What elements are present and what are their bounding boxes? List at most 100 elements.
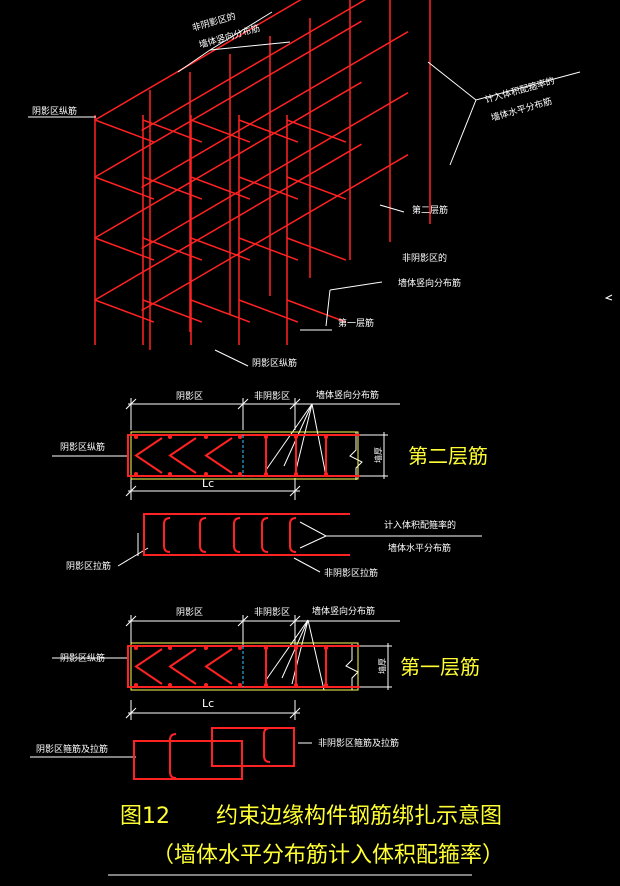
shadow-tie-hook: [169, 733, 177, 779]
plan2-wall-thickness: 墙厚: [373, 447, 383, 463]
plan1-rebar: [127, 642, 360, 691]
vertical-bar-dot: [294, 683, 298, 687]
iso-labels: 非阴影区的 墙体竖向分布筋 阴影区纵筋 计入体积配箍率的 墙体水平分布筋 第二层…: [32, 10, 556, 369]
iso-horizontal-bar: [141, 154, 409, 312]
non-shadow-tie-hook: [263, 727, 271, 763]
plan2-label-shadow-ties: 阴影区拉筋: [66, 560, 111, 572]
vertical-bar-dot: [238, 435, 242, 439]
shadow-tie: [204, 648, 233, 685]
iso-cross-tie: [286, 299, 347, 323]
vertical-bar-dot: [134, 646, 138, 650]
vertical-bar-dot: [264, 472, 268, 476]
title-sub: （墙体水平分布筋计入体积配箍率）: [152, 843, 504, 868]
vertical-bar-dot: [324, 683, 328, 687]
iso-cross-tie: [238, 176, 299, 200]
plan1-layer-title: 第一层筋: [400, 655, 480, 679]
vertical-bar-dot: [324, 435, 328, 439]
iso-label-non-shadow-vertical-right-2: 墙体竖向分布筋: [398, 277, 461, 289]
plan1-labels: 阴影区 非阴影区 墙体竖向分布筋 阴影区纵筋 Lc 墙厚 第一层筋: [60, 605, 480, 710]
plan2-tie-labels: 阴影区拉筋 计入体积配箍率的 墙体水平分布筋 非阴影区拉筋: [66, 519, 456, 579]
vertical-bar-dot: [134, 683, 138, 687]
plan1-stirrup-leaders: [30, 742, 312, 758]
plan2-label-counted-horizontal-2: 墙体水平分布筋: [388, 542, 451, 554]
plan2-dimensions: [52, 398, 400, 500]
vertical-bar-dot: [264, 435, 268, 439]
vertical-bar-dot: [134, 472, 138, 476]
vertical-bar-dot: [238, 683, 242, 687]
iso-label-shadow-longitudinal: 阴影区纵筋: [32, 105, 77, 117]
plan1-dimensions: [52, 615, 400, 720]
non-shadow-stirrup: [295, 646, 327, 688]
vertical-bar-dot: [264, 646, 268, 650]
vertical-bar-dot: [204, 435, 208, 439]
iso-label-shadow-longitudinal-bottom: 阴影区纵筋: [252, 357, 297, 369]
vertical-bar-dot: [294, 472, 298, 476]
vertical-bar-dot: [168, 683, 172, 687]
iso-cross-tie: [190, 176, 251, 200]
plan1-label-shadow-longitudinal: 阴影区纵筋: [60, 652, 105, 664]
shadow-tie: [168, 437, 197, 474]
wall-outline: [130, 642, 359, 691]
iso-label-second-layer: 第二层筋: [412, 204, 448, 216]
plan1-label-non-shadow-stirrup-ties: 非阴影区箍筋及拉筋: [318, 737, 399, 749]
shadow-tie: [134, 648, 163, 685]
iso-cross-tie: [94, 237, 155, 261]
vertical-bar-dot: [294, 435, 298, 439]
non-shadow-stirrup: [211, 727, 295, 767]
vertical-bar-dot: [168, 472, 172, 476]
wall-outline: [130, 431, 359, 480]
iso-horizontal-bar: [94, 81, 362, 239]
vertical-bar-dot: [238, 472, 242, 476]
tie-hook: [289, 517, 297, 553]
iso-cross-tie: [286, 176, 347, 200]
iso-cross-tie: [238, 237, 299, 261]
shadow-stirrup: [133, 740, 243, 780]
vertical-bar-dot: [134, 435, 138, 439]
shadow-tie: [134, 437, 163, 474]
plan2-label-shadow-longitudinal: 阴影区纵筋: [60, 441, 105, 453]
plan1-dim-shadow: 阴影区: [176, 607, 203, 618]
plan2-ties-leaders: [117, 521, 482, 573]
iso-cross-tie: [238, 119, 299, 143]
iso-cross-tie: [142, 299, 203, 323]
vertical-bar-dot: [204, 472, 208, 476]
iso-cross-tie: [142, 176, 203, 200]
vertical-bar-dot: [294, 646, 298, 650]
tie-hook: [233, 517, 241, 553]
plan1-dim-lc: Lc: [202, 697, 214, 710]
tie-hook: [261, 517, 269, 553]
plan2-label-non-shadow-ties: 非阴影区拉筋: [324, 567, 378, 579]
plan2-dim-shadow: 阴影区: [176, 391, 203, 402]
iso-horizontal-bar: [94, 0, 302, 121]
plan2-dim-lc: Lc: [202, 477, 214, 490]
iso-cross-tie: [142, 237, 203, 261]
drawing-title: 图12 约束边缘构件钢筋绑扎示意图 （墙体水平分布筋计入体积配箍率）: [108, 804, 504, 876]
vertical-bar-dot: [168, 435, 172, 439]
tie-hook: [199, 517, 207, 553]
plan1-label-wall-vertical: 墙体竖向分布筋: [312, 605, 375, 617]
iso-cross-tie: [190, 299, 251, 323]
boundary-stirrup: [127, 434, 360, 477]
figure-number: 图12: [120, 804, 170, 829]
iso-horizontal-bar: [94, 20, 362, 178]
non-shadow-stirrup: [265, 435, 297, 477]
plan1-stirrup-labels: 阴影区箍筋及拉筋 非阴影区箍筋及拉筋: [36, 737, 399, 755]
plan1-stirrups: [133, 727, 295, 780]
shadow-tie: [204, 437, 233, 474]
vertical-bar-dot: [204, 646, 208, 650]
plan1-label-shadow-stirrup-ties: 阴影区箍筋及拉筋: [36, 743, 108, 755]
plan2-layer-title: 第二层筋: [408, 444, 488, 468]
boundary-stirrup: [127, 645, 360, 688]
iso-cross-tie: [238, 299, 299, 323]
iso-cross-tie: [190, 119, 251, 143]
non-shadow-stirrup: [295, 435, 327, 477]
plan2-label-counted-horizontal-1: 计入体积配箍率的: [384, 519, 456, 531]
iso-leader-lines: [28, 11, 581, 367]
iso-horizontal-bar: [94, 143, 362, 301]
iso-label-non-shadow-vertical-top-1: 非阴影区的: [191, 10, 238, 34]
iso-horizontal-bar: [141, 31, 409, 189]
vertical-bar-dot: [238, 646, 242, 650]
plan2-label-wall-vertical: 墙体竖向分布筋: [316, 389, 379, 401]
plan2-rebar: [127, 431, 360, 480]
